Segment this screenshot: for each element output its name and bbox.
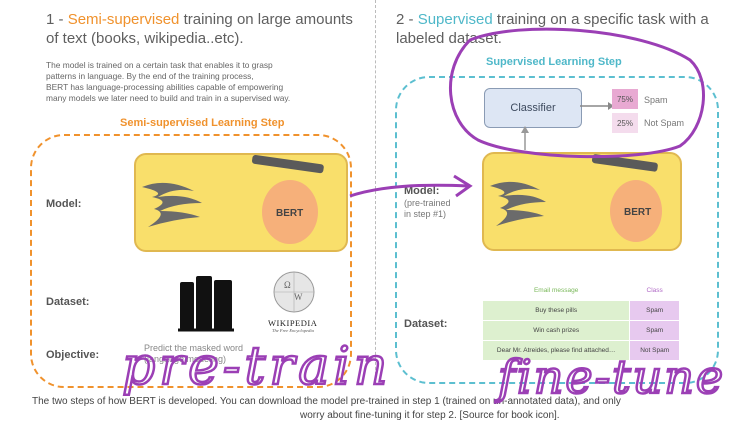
table-row: Dear Mr. Atreides, please find attached……: [481, 340, 680, 361]
bert-to-classifier-arrow: [521, 126, 529, 150]
table-row: Win cash prizes Spam: [481, 320, 680, 341]
figure-caption: The two steps of how BERT is developed. …: [32, 396, 621, 407]
right-heading: 2 - Supervised training on a specific ta…: [396, 11, 709, 47]
output-pct-not-spam: 25%: [612, 113, 638, 133]
wikipedia-globe-icon: Ω W: [273, 271, 315, 313]
bert-beak-right: [610, 180, 662, 242]
right-model-label: Model:: [404, 185, 440, 197]
left-objective-text: Predict the masked word (langauge modeli…: [144, 343, 244, 364]
classifier-output-arrow: [580, 102, 614, 110]
output-pct-spam: 75%: [612, 89, 638, 109]
bert-label-right: BERT: [624, 207, 652, 218]
table-cell-class: Spam: [629, 320, 680, 341]
handwritten-arrowhead: [453, 174, 473, 198]
right-model-note: (pre-trained in step #1): [404, 198, 451, 219]
supervised-frame: [395, 76, 719, 384]
handwritten-pretrain: pre-train: [122, 337, 391, 397]
semi-supervised-frame: [30, 134, 352, 388]
handwritten-finetune: fine-tune: [495, 350, 725, 404]
table-cell-class: Not Spam: [629, 340, 680, 361]
right-dataset-label: Dataset:: [404, 318, 448, 330]
wikipedia-tagline: The Free Encyclopedia: [272, 328, 314, 333]
bert-label-left: BERT: [276, 208, 304, 219]
left-heading: 1 - Semi-supervised training on large am…: [46, 11, 353, 47]
left-description: The model is trained on a certain task t…: [46, 60, 291, 103]
svg-text:Ω: Ω: [284, 280, 291, 290]
table-cell-class: Spam: [629, 300, 680, 321]
books-icon: [178, 276, 234, 332]
left-objective-label: Objective:: [46, 349, 100, 361]
panel-divider: [375, 0, 376, 385]
output-label-not-spam: Not Spam: [644, 118, 685, 128]
handwritten-circle: [449, 27, 705, 159]
table-header-row: Email message Class: [481, 280, 680, 301]
left-dataset-label: Dataset:: [46, 296, 90, 308]
table-cell-email: Dear Mr. Atreides, please find attached…: [481, 340, 631, 361]
figure-caption-line2: worry about fine-tuning it for step 2. […: [300, 410, 560, 421]
svg-text:W: W: [294, 292, 303, 302]
handwritten-arrow: [349, 183, 469, 198]
table-row: Buy these pills Spam: [481, 300, 680, 321]
semi-supervised-step-title: Semi-supervised Learning Step: [120, 117, 285, 129]
bert-beak-left: [262, 180, 318, 244]
bert-flame-icon-right: [490, 154, 658, 226]
bert-flame-icon-left: [142, 154, 324, 227]
supervised-step-title: Supervised Learning Step: [486, 56, 622, 68]
table-header-email: Email message: [481, 280, 631, 301]
output-label-spam: Spam: [644, 95, 668, 105]
labeled-dataset-table: Email message Class Buy these pills Spam…: [481, 280, 680, 361]
wikipedia-wordmark: Wikipedia: [268, 318, 318, 328]
left-model-label: Model:: [46, 198, 82, 210]
classifier-box: Classifier: [484, 88, 582, 128]
table-cell-email: Win cash prizes: [481, 320, 631, 341]
